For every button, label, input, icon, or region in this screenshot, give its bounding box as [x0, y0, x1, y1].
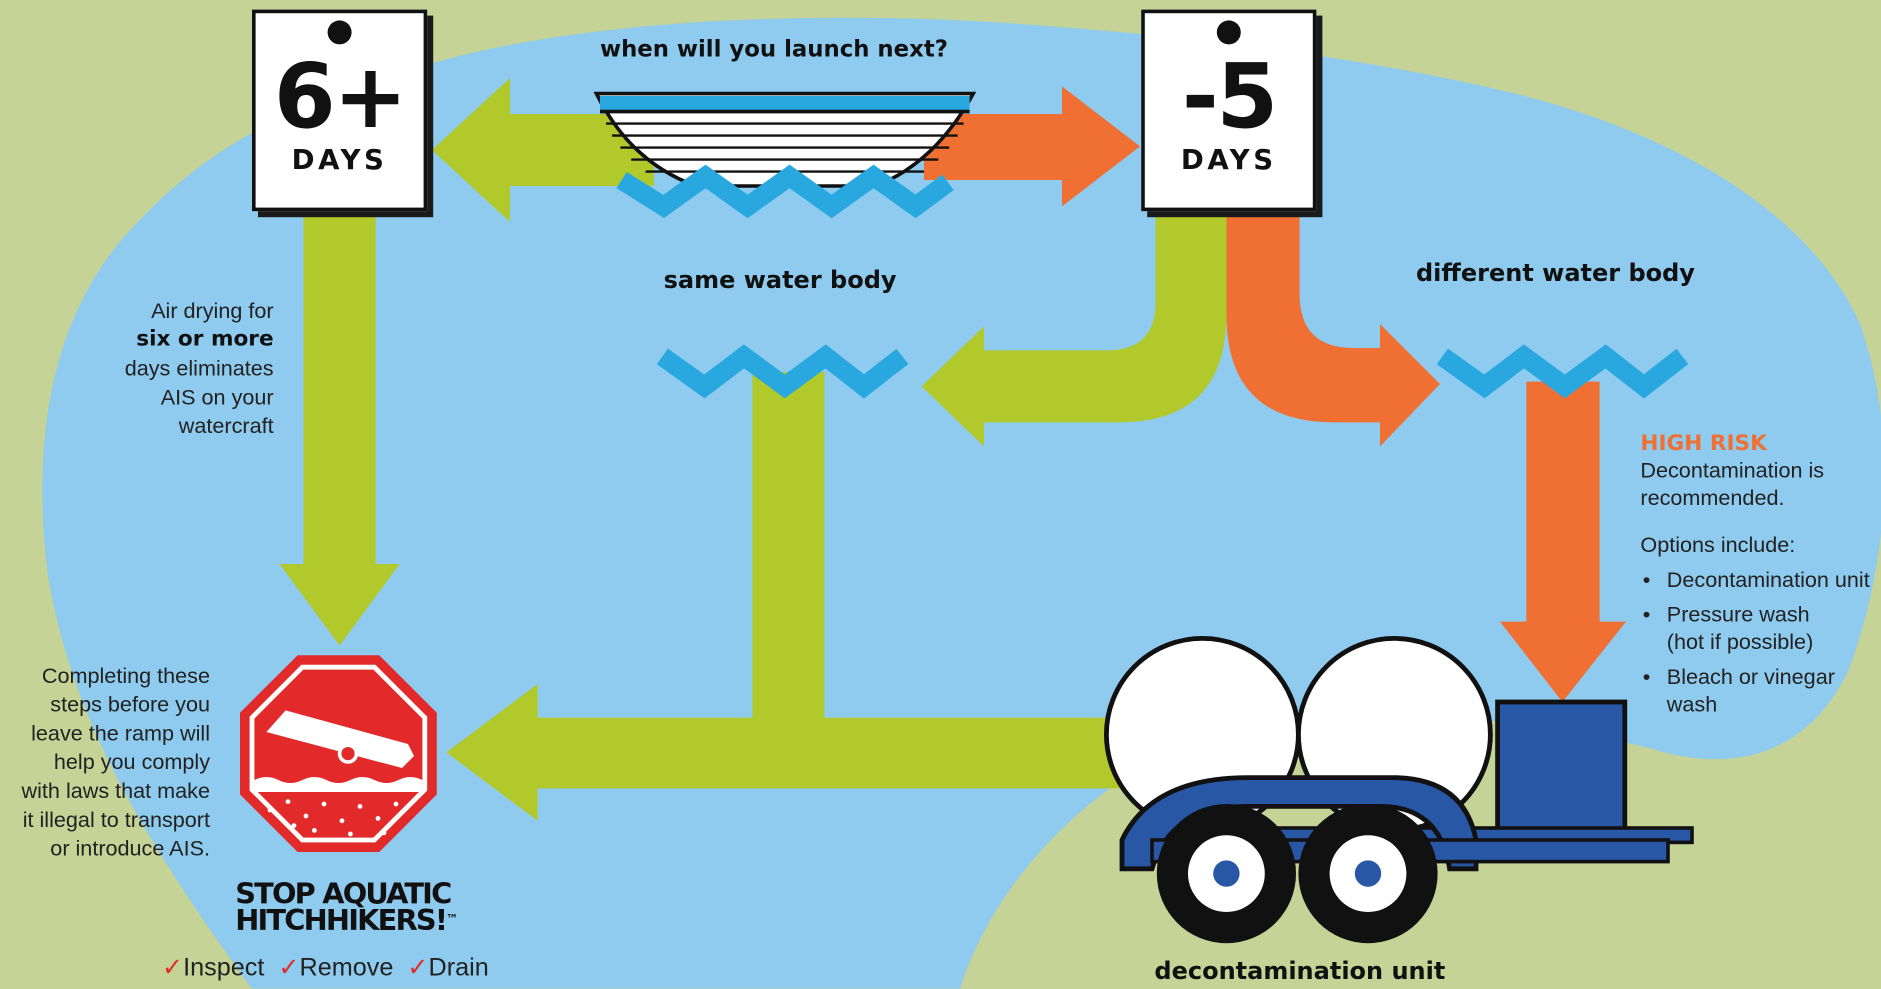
check-icon: ✓	[407, 954, 428, 982]
stop-hitchhikers-title: STOP AQUATIC HITCHHIKERS!™	[235, 881, 456, 934]
card-value: -5	[1145, 49, 1313, 145]
options-label: Options include:	[1640, 532, 1880, 560]
check-icon: ✓	[162, 954, 183, 982]
option-item: Decontamination unit	[1667, 566, 1881, 594]
compliance-line: help you comply	[0, 748, 210, 777]
options-list: Decontamination unit Pressure wash (hot i…	[1640, 566, 1880, 718]
compliance-line: steps before you	[0, 690, 210, 719]
compliance-line: Completing these	[0, 661, 210, 690]
calendar-card-six-plus-days: 6+ DAYS	[252, 10, 427, 212]
compliance-line: it illegal to transport	[0, 805, 210, 834]
air-drying-line: days eliminates	[72, 354, 274, 383]
different-water-label: different water body	[1416, 258, 1695, 287]
option-item-text: Bleach or vinegar	[1667, 665, 1835, 689]
option-item-note: (hot if possible)	[1667, 630, 1813, 654]
check-drain: Drain	[429, 954, 489, 982]
decon-unit-label: decontamination unit	[1154, 956, 1445, 985]
option-item-text: wash	[1667, 692, 1717, 716]
high-risk-title: HIGH RISK	[1640, 430, 1880, 458]
stop-title-line: HITCHHIKERS!™	[235, 907, 456, 933]
trademark-mark: ™	[446, 913, 456, 926]
launch-question: when will you launch next?	[600, 36, 948, 62]
check-remove: Remove	[300, 954, 394, 982]
high-risk-line: recommended.	[1640, 485, 1880, 513]
card-value: 6+	[256, 49, 424, 145]
checklist: ✓Inspect ✓Remove ✓Drain	[162, 953, 489, 983]
calendar-hole-icon	[328, 20, 352, 44]
card-unit: DAYS	[1145, 145, 1313, 176]
calendar-hole-icon	[1217, 20, 1241, 44]
air-drying-note: Air drying for six or more days eliminat…	[72, 296, 274, 440]
same-water-label: same water body	[664, 265, 897, 294]
option-item: Bleach or vinegar wash	[1667, 664, 1881, 719]
calendar-card-minus-five-days: -5 DAYS	[1141, 10, 1316, 212]
air-drying-bold: six or more	[72, 325, 274, 354]
check-inspect: Inspect	[183, 954, 264, 982]
option-item-text: Pressure wash	[1667, 602, 1810, 626]
compliance-line: with laws that make	[0, 776, 210, 805]
card-unit: DAYS	[256, 145, 424, 176]
check-icon: ✓	[278, 954, 299, 982]
option-item: Pressure wash (hot if possible)	[1667, 601, 1881, 656]
high-risk-line: Decontamination is	[1640, 457, 1880, 485]
air-drying-line: Air drying for	[72, 296, 274, 325]
compliance-line: or introduce AIS.	[0, 834, 210, 863]
compliance-note: Completing these steps before you leave …	[0, 661, 210, 863]
high-risk-panel: HIGH RISK Decontamination is recommended…	[1640, 430, 1880, 726]
air-drying-line: watercraft	[72, 412, 274, 441]
stop-sign-icon	[240, 655, 437, 852]
air-drying-line: AIS on your	[72, 383, 274, 412]
compliance-line: leave the ramp will	[0, 719, 210, 748]
